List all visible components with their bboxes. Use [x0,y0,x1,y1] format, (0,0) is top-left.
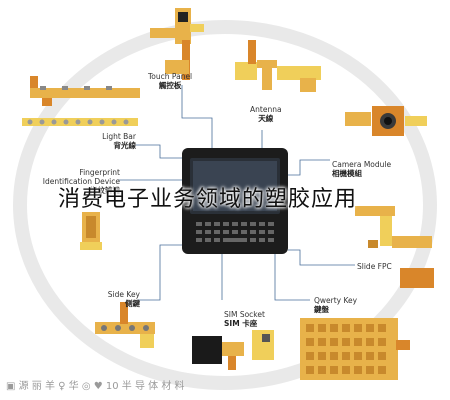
light-bar-part [22,76,140,126]
line-side-key [138,244,182,301]
camera-module-en: Camera Module [332,160,392,169]
label-camera-module: Camera Module 相機模組 [332,160,391,178]
label-light-bar: Light Bar 背光線 [96,132,136,150]
line-touch-panel [181,85,213,148]
antenna-cn: 天線 [258,114,274,123]
label-touch-panel: Touch Panel 觸控板 [148,72,192,90]
light-bar-cn: 背光線 [113,141,137,150]
touch-panel-fpc [150,8,204,80]
sim-socket-cn: SIM 卡座 [224,319,258,328]
antenna-part [235,40,321,92]
camera-module-cn: 相機模組 [332,169,362,178]
label-side-key: Side Key 側鍵 [98,290,140,308]
phone-keyboard [196,222,274,242]
caption-title: 消费电子业务领域的塑胶应用 [58,187,358,212]
line-light-bar [136,144,182,159]
camera-module-part [345,106,427,136]
fingerprint-en2: Identification Device [42,177,120,186]
side-key-en: Side Key [107,290,140,299]
touch-panel-cn: 觸控板 [158,81,182,90]
fingerprint-en1: Fingerprint [79,168,120,177]
antenna-en: Antenna [250,105,282,114]
qwerty-key-part [300,318,410,380]
qwerty-key-cn: 鍵盤 [314,305,329,314]
label-fingerprint: Fingerprint Identification Device 指紋辨識 [40,168,120,195]
connector-lines [118,85,355,301]
slide-fpc-en: Slide FPC [357,262,392,271]
background-ring [13,20,437,390]
label-qwerty-key: Qwerty Key 鍵盤 [314,296,357,314]
label-antenna: Antenna 天線 [250,105,282,123]
line-qwerty [274,254,310,301]
qwerty-key-en: Qwerty Key [314,296,358,305]
phone-device [182,148,288,254]
side-key-cn: 側鍵 [125,299,140,308]
line-slide-fpc [288,249,355,266]
label-slide-fpc: Slide FPC [357,262,392,271]
sim-socket-part [192,330,274,370]
light-bar-en: Light Bar [102,132,136,141]
watermark: ▣ 源 丽 羊 ♀ 华 ◎ ♥ 10 半 导 体 材 料 [6,381,185,392]
fingerprint-part [80,212,102,250]
side-key-part [95,302,155,348]
touch-panel-en: Touch Panel [148,72,193,81]
label-sim-socket: SIM Socket SIM 卡座 [224,310,265,328]
fingerprint-cn: 指紋辨識 [90,186,120,195]
sim-socket-en: SIM Socket [224,310,265,319]
line-camera [288,159,330,176]
slide-fpc-part [355,206,434,288]
